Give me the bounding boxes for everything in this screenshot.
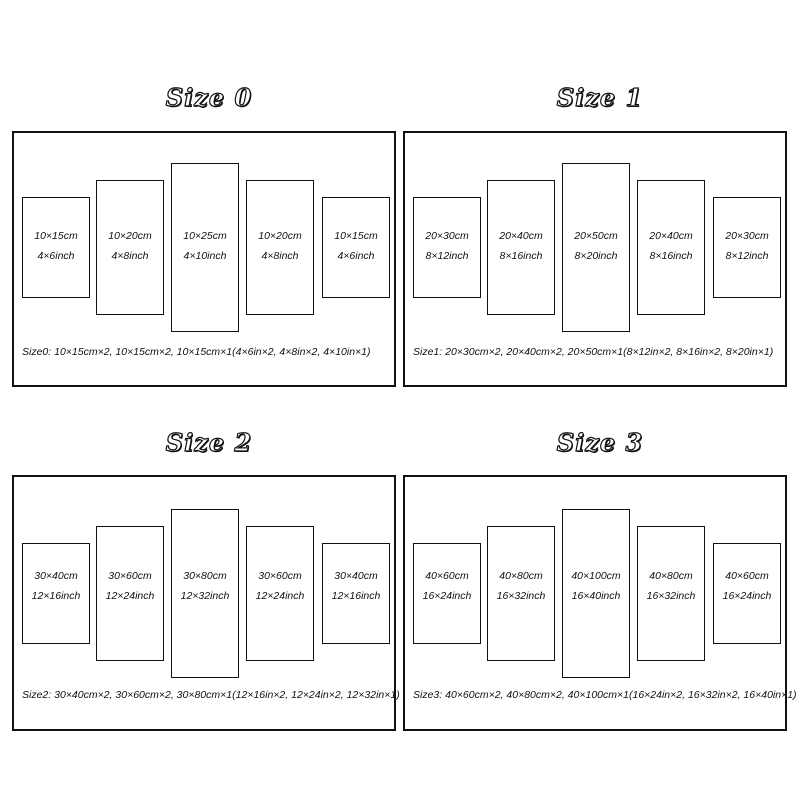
panel-inch-label: 12×16inch [31, 590, 81, 602]
panel-3: 10×25cm 4×10inch [171, 163, 239, 332]
panel-inch-label: 8×16inch [649, 250, 693, 262]
panel-cm-label: 20×30cm [425, 230, 469, 242]
panel-2: 40×80cm 16×32inch [487, 526, 555, 661]
panel-cm-label: 10×20cm [108, 230, 152, 242]
panel-inch-label: 12×24inch [255, 590, 305, 602]
panel-2: 10×20cm 4×8inch [96, 180, 164, 315]
panel-3: 20×50cm 8×20inch [562, 163, 630, 332]
panel-cm-label: 20×40cm [499, 230, 543, 242]
size-2-title: Size 2 [165, 427, 253, 457]
size-0-title: Size 0 [165, 82, 253, 112]
panel-5: 40×60cm 16×24inch [713, 543, 781, 644]
panel-cm-label: 20×40cm [649, 230, 693, 242]
panel-5: 20×30cm 8×12inch [713, 197, 781, 298]
panel-inch-label: 12×24inch [105, 590, 155, 602]
size-2-group: 30×40cm 12×16inch 30×60cm 12×24inch 30×8… [12, 475, 400, 731]
panel-4: 40×80cm 16×32inch [637, 526, 705, 661]
panel-inch-label: 4×8inch [261, 250, 299, 262]
panel-inch-label: 4×8inch [111, 250, 149, 262]
panel-cm-label: 20×50cm [574, 230, 618, 242]
panel-cm-label: 30×60cm [258, 570, 302, 582]
panel-4: 10×20cm 4×8inch [246, 180, 314, 315]
panel-inch-label: 8×12inch [725, 250, 769, 262]
panel-cm-label: 40×80cm [499, 570, 543, 582]
size-1-group: 20×30cm 8×12inch 20×40cm 8×16inch 20×50c… [403, 131, 787, 387]
size-caption: Size0: 10×15cm×2, 10×15cm×2, 10×15cm×1(4… [22, 346, 371, 358]
panel-cm-label: 40×80cm [649, 570, 693, 582]
panel-2: 30×60cm 12×24inch [96, 526, 164, 661]
panel-cm-label: 20×30cm [725, 230, 769, 242]
size-caption: Size3: 40×60cm×2, 40×80cm×2, 40×100cm×1(… [413, 689, 797, 701]
panel-4: 20×40cm 8×16inch [637, 180, 705, 315]
panel-cm-label: 30×40cm [334, 570, 378, 582]
panel-5: 10×15cm 4×6inch [322, 197, 390, 298]
panel-3: 40×100cm 16×40inch [562, 509, 630, 678]
panel-inch-label: 12×32inch [180, 590, 230, 602]
panel-inch-label: 8×12inch [425, 250, 469, 262]
panel-cm-label: 30×40cm [34, 570, 78, 582]
panel-5: 30×40cm 12×16inch [322, 543, 390, 644]
panel-cm-label: 10×15cm [34, 230, 78, 242]
panel-1: 10×15cm 4×6inch [22, 197, 90, 298]
panel-inch-label: 16×24inch [722, 590, 772, 602]
panel-inch-label: 12×16inch [331, 590, 381, 602]
panel-inch-label: 16×32inch [496, 590, 546, 602]
panel-cm-label: 30×60cm [108, 570, 152, 582]
size-caption: Size1: 20×30cm×2, 20×40cm×2, 20×50cm×1(8… [413, 346, 774, 358]
size-3-group: 40×60cm 16×24inch 40×80cm 16×32inch 40×1… [403, 475, 797, 731]
panel-1: 40×60cm 16×24inch [413, 543, 481, 644]
panel-inch-label: 4×10inch [183, 250, 227, 262]
size-3-title: Size 3 [556, 427, 644, 457]
panel-cm-label: 40×60cm [725, 570, 769, 582]
panel-3: 30×80cm 12×32inch [171, 509, 239, 678]
panel-cm-label: 40×100cm [571, 570, 621, 582]
panel-1: 30×40cm 12×16inch [22, 543, 90, 644]
size-1-title: Size 1 [556, 82, 644, 112]
panel-2: 20×40cm 8×16inch [487, 180, 555, 315]
panel-inch-label: 16×32inch [646, 590, 696, 602]
panel-inch-label: 16×24inch [422, 590, 472, 602]
panel-cm-label: 30×80cm [183, 570, 227, 582]
panel-4: 30×60cm 12×24inch [246, 526, 314, 661]
size-0-group: 10×15cm 4×6inch 10×20cm 4×8inch 10×25cm … [12, 131, 396, 387]
size-caption: Size2: 30×40cm×2, 30×60cm×2, 30×80cm×1(1… [22, 689, 400, 701]
panel-cm-label: 10×20cm [258, 230, 302, 242]
panel-inch-label: 4×6inch [37, 250, 75, 262]
panel-inch-label: 16×40inch [571, 590, 621, 602]
panel-inch-label: 8×16inch [499, 250, 543, 262]
panel-cm-label: 40×60cm [425, 570, 469, 582]
panel-cm-label: 10×25cm [183, 230, 227, 242]
panel-cm-label: 10×15cm [334, 230, 378, 242]
panel-1: 20×30cm 8×12inch [413, 197, 481, 298]
panel-inch-label: 4×6inch [337, 250, 375, 262]
panel-inch-label: 8×20inch [574, 250, 618, 262]
